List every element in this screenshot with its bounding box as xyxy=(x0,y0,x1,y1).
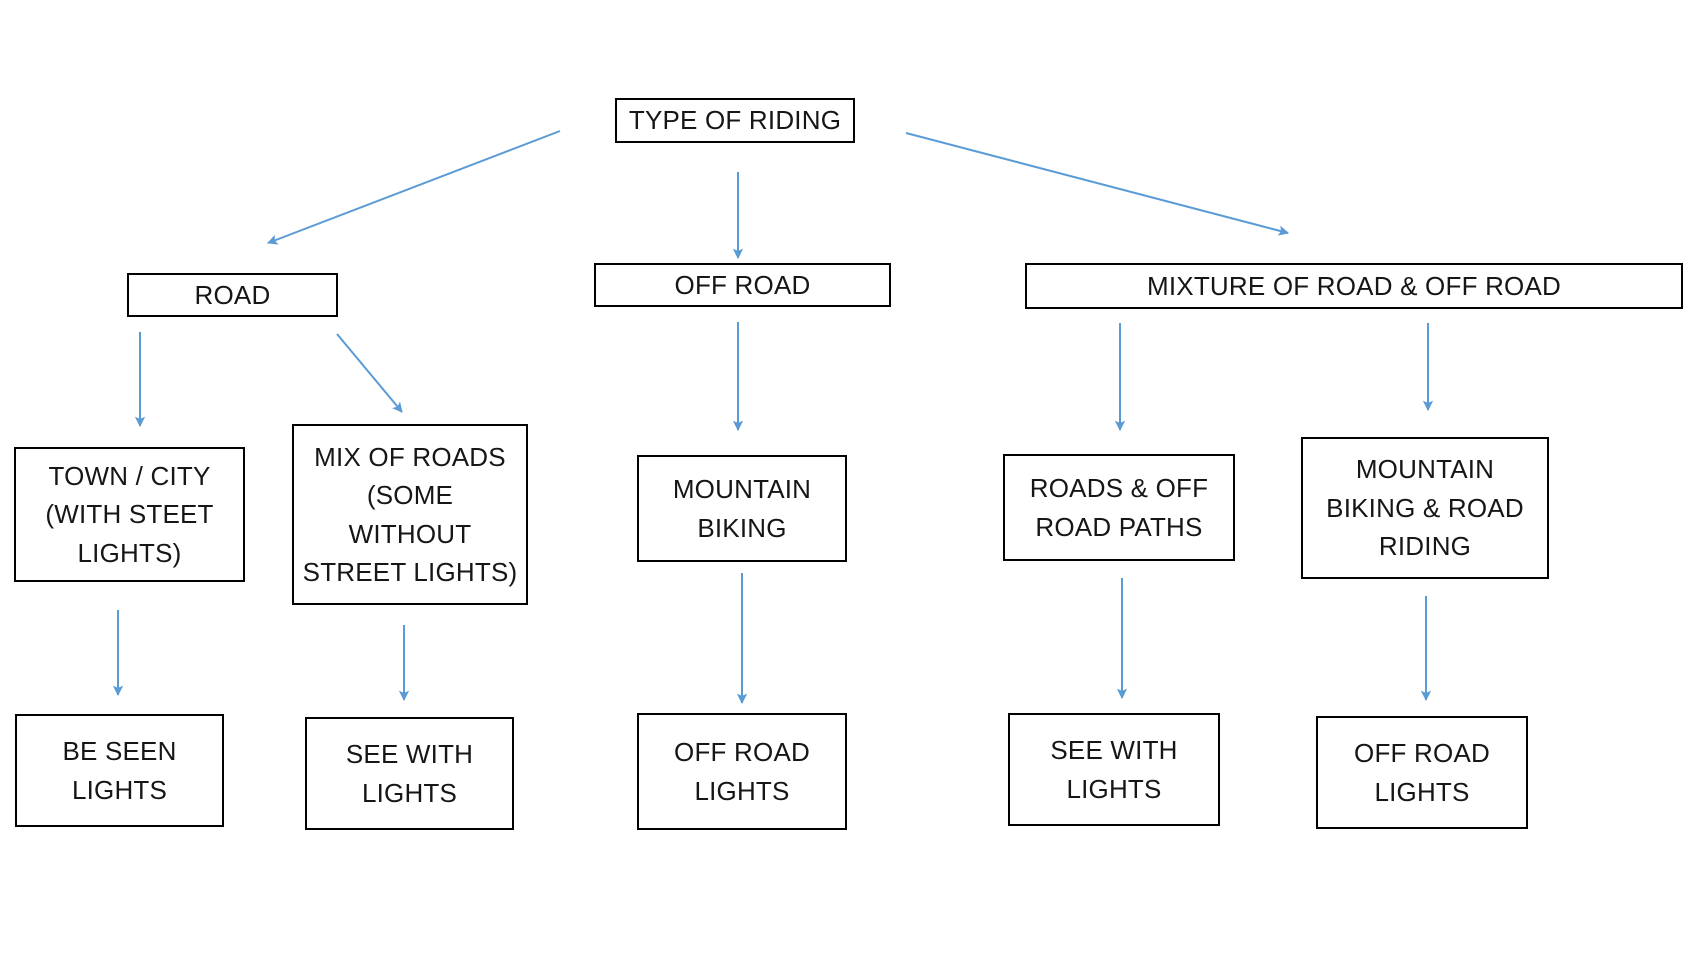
node-label: OFF ROAD LIGHTS xyxy=(674,737,810,806)
node-label: ROAD xyxy=(194,279,271,310)
node-label: TOWN / CITY (WITH STEET LIGHTS) xyxy=(45,460,214,568)
node-off-road[interactable]: OFF ROAD xyxy=(594,263,891,307)
node-label: SEE WITH LIGHTS xyxy=(345,739,474,808)
node-label: MOUNTAIN BIKING xyxy=(672,474,812,543)
node-label: MOUNTAIN BIKING & ROAD RIDING xyxy=(1326,454,1524,562)
node-label: MIX OF ROADS (SOME WITHOUT STREET LIGHTS… xyxy=(302,441,518,587)
node-label: TYPE OF RIDING xyxy=(628,105,842,136)
connector-type-to-road xyxy=(267,130,561,245)
node-label: SEE WITH LIGHTS xyxy=(1050,735,1178,804)
node-mountain-biking-road-riding[interactable]: MOUNTAIN BIKING & ROAD RIDING xyxy=(1301,437,1549,579)
node-road[interactable]: ROAD xyxy=(127,273,338,317)
node-mountain-biking[interactable]: MOUNTAIN BIKING xyxy=(637,455,847,562)
node-label: OFF ROAD LIGHTS xyxy=(1354,738,1490,807)
node-label: BE SEEN LIGHTS xyxy=(62,736,177,805)
node-type-of-riding[interactable]: TYPE OF RIDING xyxy=(615,98,855,143)
node-off-road-lights-1[interactable]: OFF ROAD LIGHTS xyxy=(637,713,847,830)
node-mix-of-roads[interactable]: MIX OF ROADS (SOME WITHOUT STREET LIGHTS… xyxy=(292,424,528,605)
connector-road-to-mix-of-roads xyxy=(336,333,403,413)
node-see-with-lights-2[interactable]: SEE WITH LIGHTS xyxy=(1008,713,1220,826)
node-label: OFF ROAD xyxy=(674,269,811,300)
node-town-city[interactable]: TOWN / CITY (WITH STEET LIGHTS) xyxy=(14,447,245,582)
node-roads-off-road-paths[interactable]: ROADS & OFF ROAD PATHS xyxy=(1003,454,1235,561)
node-off-road-lights-2[interactable]: OFF ROAD LIGHTS xyxy=(1316,716,1528,829)
node-label: ROADS & OFF ROAD PATHS xyxy=(1029,473,1209,542)
node-label: MIXTURE OF ROAD & OFF ROAD xyxy=(1147,270,1561,301)
node-be-seen-lights[interactable]: BE SEEN LIGHTS xyxy=(15,714,224,827)
node-mixture-road-off-road[interactable]: MIXTURE OF ROAD & OFF ROAD xyxy=(1025,263,1683,309)
connector-type-to-mixture xyxy=(905,132,1290,236)
node-see-with-lights-1[interactable]: SEE WITH LIGHTS xyxy=(305,717,514,830)
